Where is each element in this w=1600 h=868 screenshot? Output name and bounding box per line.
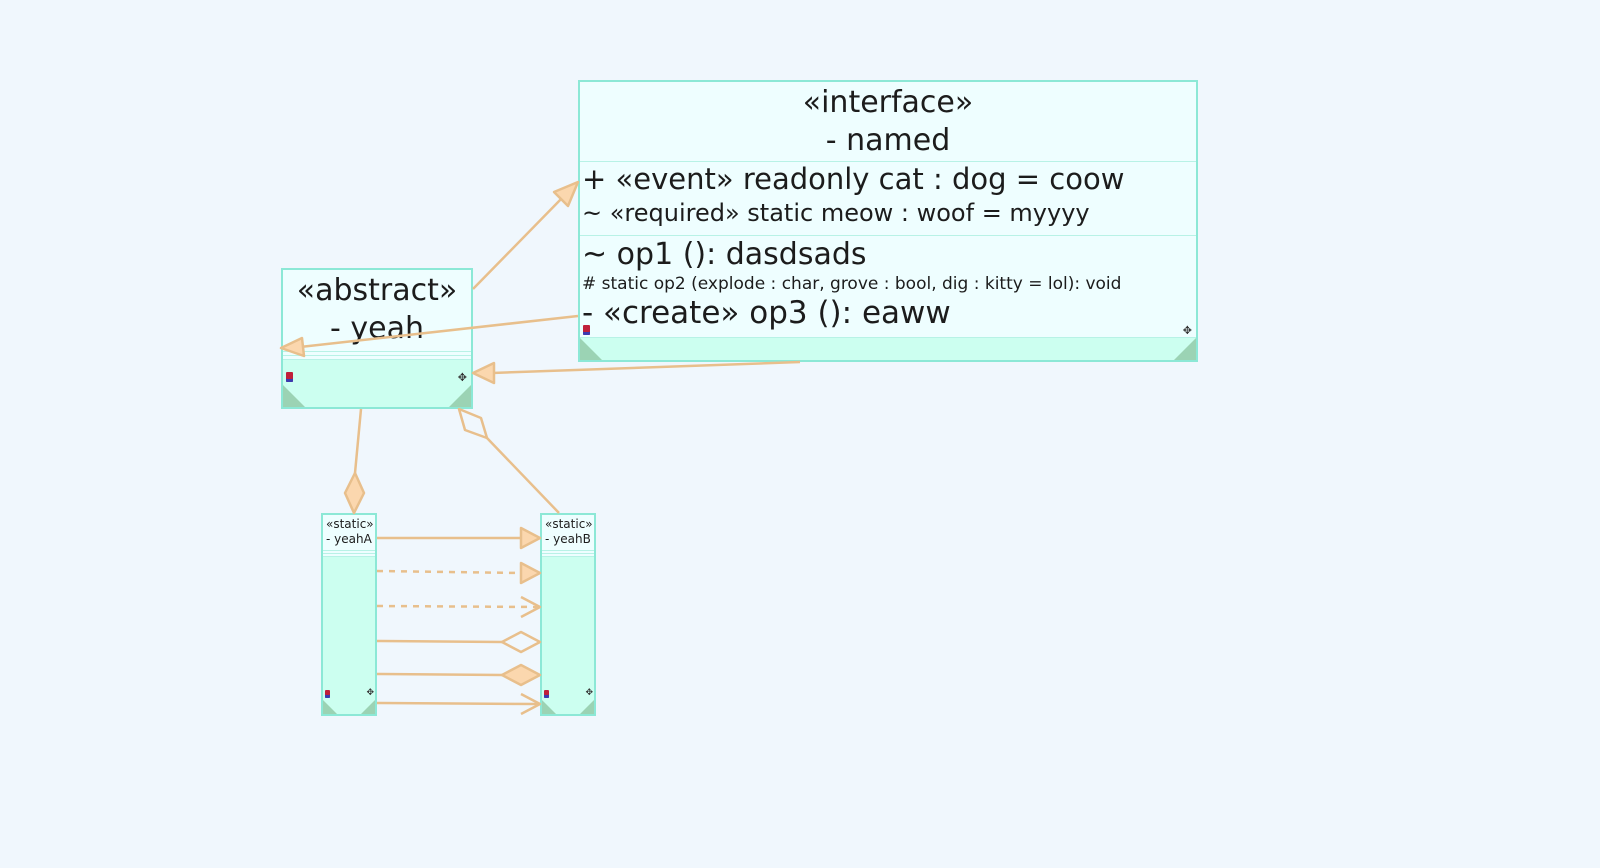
association-line[interactable]: [376, 701, 539, 706]
delete-corner[interactable]: [283, 372, 305, 407]
attributes-section: [542, 551, 594, 554]
hollow-triangle-arrowhead: [519, 561, 542, 585]
class-header: «static» - yeahA: [323, 515, 375, 551]
dependency-line[interactable]: [376, 604, 539, 609]
open-arrowhead: [520, 595, 542, 619]
trash-icon[interactable]: [583, 325, 590, 335]
class-box-interface[interactable]: «interface» - named + «event» readonly c…: [578, 80, 1198, 362]
composition-line[interactable]: [353, 408, 363, 474]
attributes-section: [323, 551, 375, 554]
class-stereotype: «abstract»: [296, 273, 458, 308]
class-stereotype: «static»: [545, 517, 593, 531]
move-icon[interactable]: ✥: [1182, 324, 1192, 337]
filled-diamond-head: [343, 471, 366, 515]
trash-icon[interactable]: [544, 690, 549, 698]
operations-section: [542, 554, 594, 557]
operation-row: - «create» op3 (): eaww: [582, 294, 951, 331]
class-header: «abstract» - yeah: [283, 270, 471, 352]
resize-corner[interactable]: ✥: [361, 688, 375, 714]
filled-diamond-head: [500, 663, 542, 687]
hollow-diamond-head: [500, 630, 542, 654]
class-name: - yeahB: [545, 532, 591, 546]
class-box-yeahA[interactable]: «static» - yeahA ✥: [321, 513, 377, 716]
resize-corner[interactable]: ✥: [580, 688, 594, 714]
aggregation-line[interactable]: [486, 437, 560, 514]
generalization-line[interactable]: [491, 360, 801, 375]
class-header: «interface» - named: [580, 82, 1196, 162]
attributes-section: + «event» readonly cat : dog = coow ~ «r…: [580, 162, 1196, 236]
hollow-triangle-arrowhead: [471, 361, 496, 385]
operation-row: # static op2 (explode : char, grove : bo…: [582, 274, 1122, 294]
class-name: - named: [825, 123, 951, 158]
class-box-yeahB[interactable]: «static» - yeahB ✥: [540, 513, 596, 716]
class-name: - yeah: [330, 311, 424, 346]
class-stereotype: «interface»: [802, 85, 974, 120]
open-arrowhead: [520, 692, 542, 716]
attribute-row: ~ «required» static meow : woof = myyyy: [582, 198, 1090, 227]
resize-corner[interactable]: ✥: [449, 372, 471, 407]
class-box-abstract[interactable]: «abstract» - yeah ✥: [281, 268, 473, 409]
composition-line[interactable]: [376, 672, 503, 677]
trash-icon[interactable]: [286, 372, 293, 382]
resize-corner[interactable]: ✥: [1174, 325, 1196, 360]
operations-section: ~ op1 (): dasdsads # static op2 (explode…: [580, 236, 1196, 338]
move-icon[interactable]: ✥: [366, 688, 374, 698]
trash-icon[interactable]: [325, 690, 330, 698]
operations-section: [283, 356, 471, 360]
delete-corner[interactable]: [580, 325, 602, 360]
generalization-line[interactable]: [472, 195, 565, 290]
class-header: «static» - yeahB: [542, 515, 594, 551]
class-stereotype: «static»: [326, 517, 374, 531]
attribute-row: + «event» readonly cat : dog = coow: [582, 162, 1125, 196]
hollow-diamond-head: [457, 407, 489, 440]
move-icon[interactable]: ✥: [457, 371, 467, 384]
delete-corner[interactable]: [323, 690, 337, 714]
hollow-triangle-arrowhead: [552, 180, 580, 208]
operation-row: ~ op1 (): dasdsads: [582, 237, 867, 272]
operations-section: [323, 554, 375, 557]
hollow-triangle-arrowhead: [519, 526, 542, 550]
class-name: - yeahA: [326, 532, 372, 546]
move-icon[interactable]: ✥: [585, 688, 593, 698]
delete-corner[interactable]: [542, 690, 556, 714]
attributes-section: [283, 352, 471, 356]
aggregation-line[interactable]: [376, 639, 503, 644]
realization-line[interactable]: [376, 569, 522, 575]
